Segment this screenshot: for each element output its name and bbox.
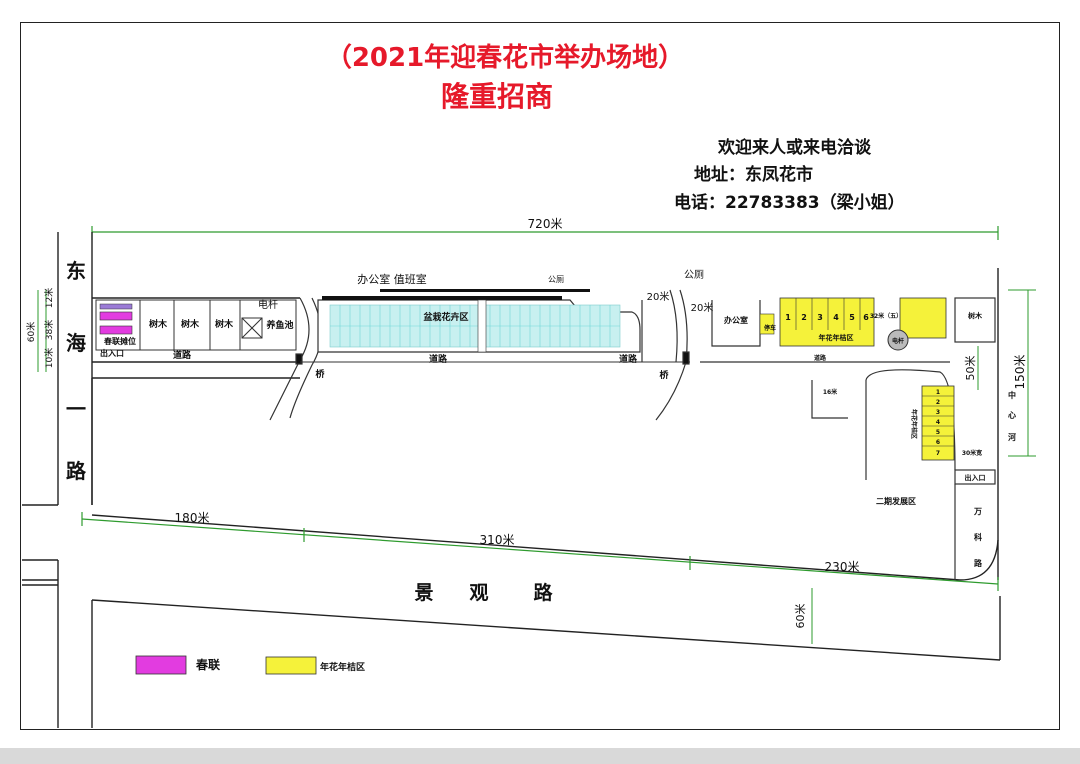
toilet-a-label: 公厕 [548,275,564,284]
left-dimensions: 60米 38米 12米 10米 [25,288,55,372]
office-duty-label: 办公室 值班室 [357,272,427,286]
river-right [641,289,690,421]
road-30-label: 30米宽 [962,449,982,457]
stall-num-5: 5 [849,313,855,322]
exit-right-label: 出入口 [965,473,986,482]
stall-num-3: 3 [817,313,823,322]
stall-v-7: 7 [936,450,940,457]
map-title: （2021年迎春花市举办场地） [326,42,684,73]
dim-bottom-mid: 310米 [480,533,515,547]
tree-right-label: 树木 [968,311,983,320]
jingguan-char-1: 景 [414,582,433,604]
phase-two-label: 二期发展区 [876,496,916,506]
dim-jingguan-width: 60米 [794,604,807,629]
donghai-char-1: 东 [66,259,86,283]
stall-v-5: 5 [936,429,940,436]
parking-label: 停车 [764,324,776,332]
stall-zone-vertical [921,385,955,461]
tree-label-2: 树木 [181,318,200,330]
dim-right-inner: 50米 [964,356,977,381]
office-right-label: 办公室 [724,315,748,325]
contact-welcome: 欢迎来人或来电洽谈 [717,137,872,158]
vertical-zone-label: 年花年桔区 [910,409,918,439]
bridge-left-label: 桥 [315,368,325,380]
stall-v-6: 6 [936,439,940,446]
pole-left-label: 电杆 [258,298,278,311]
right-road-char-3: 路 [974,558,983,568]
dim-left-38: 38米 [43,320,55,340]
dim-left-60: 60米 [25,322,37,342]
site-outline [22,268,1001,661]
left-block [95,299,297,351]
center-river-char-1: 中 [1008,390,1016,400]
width-16-label: 16米 [823,388,837,396]
stall-v-1: 1 [936,389,940,396]
legend: 春联 年花年桔区 [135,655,365,675]
stall-num-2: 2 [801,313,807,322]
road-mid-a-label: 道路 [429,353,448,365]
legend-label-stalls: 年花年桔区 [320,661,365,673]
right-dimensions [977,289,1036,457]
dim-left-12: 12米 [43,288,55,308]
top-dimension: 720米 [91,217,999,240]
stall-v-3: 3 [936,409,940,416]
legend-label-couplet: 春联 [195,657,220,672]
fishpond-label: 养鱼池 [265,319,293,331]
couplet-stalls [99,303,133,335]
stall-32-label: 32米（五） [870,312,902,320]
jingguan-char-3: 路 [533,581,553,604]
map-subtitle: 隆重招商 [441,80,553,113]
stall-num-4: 4 [833,313,839,322]
center-river-char-2: 心 [1008,410,1016,420]
bridge-right-label: 桥 [659,369,669,381]
legend-swatch-couplet [135,655,187,675]
stall-num-1: 1 [785,313,791,322]
dim-left-10: 10米 [43,348,55,368]
pole-left [241,317,263,339]
jingguan-char-2: 观 [469,582,488,604]
legend-swatch-stalls [265,656,317,675]
bottom-bar [0,748,1080,764]
dim-bottom-right: 230米 [825,560,860,574]
central-market [317,289,641,353]
dim-top-total: 720米 [528,217,563,231]
stall-zone-top [759,297,947,347]
donghai-char-3: 一 [66,397,86,421]
road-mid-b-label: 道路 [619,353,638,365]
tree-label-1: 树木 [149,318,168,330]
stall-zone-label: 年花年桔区 [819,333,854,342]
dim-right-height: 150米 [1013,355,1027,390]
stall-num-6: 6 [863,313,869,322]
road-left-label: 道路 [173,349,192,361]
map-frame [20,22,1060,730]
dim-bottom-left: 180米 [175,511,210,525]
donghai-road: 东 海 一 路 [57,232,93,728]
center-river-char-3: 河 [1008,432,1016,442]
right-road-char-2: 科 [974,532,982,542]
toilet-b-label: 公厕 [684,269,704,281]
bottom-dimension [81,512,999,591]
stall-v-4: 4 [936,419,940,426]
stall-v-2: 2 [936,399,940,406]
dim-bridge-20b: 20米 [691,301,714,314]
middle-market-label: 盆栽花卉区 [422,311,468,323]
contact-phone: 电话：22783383（梁小姐） [674,192,905,213]
road-right-col-label: 道路 [814,354,827,362]
donghai-char-2: 海 [66,331,86,355]
couplet-stalls-label: 春联摊位 [104,336,136,346]
pole-right [887,329,909,351]
donghai-char-4: 路 [66,459,87,483]
dim-bridge-20a: 20米 [647,290,670,303]
entrance-left-label: 出入口 [100,348,124,358]
tree-label-3: 树木 [215,318,234,330]
contact-address: 地址：东凤花市 [694,164,813,185]
right-road-char-1: 万 [973,507,982,516]
pole-right-label: 电杆 [892,337,904,345]
